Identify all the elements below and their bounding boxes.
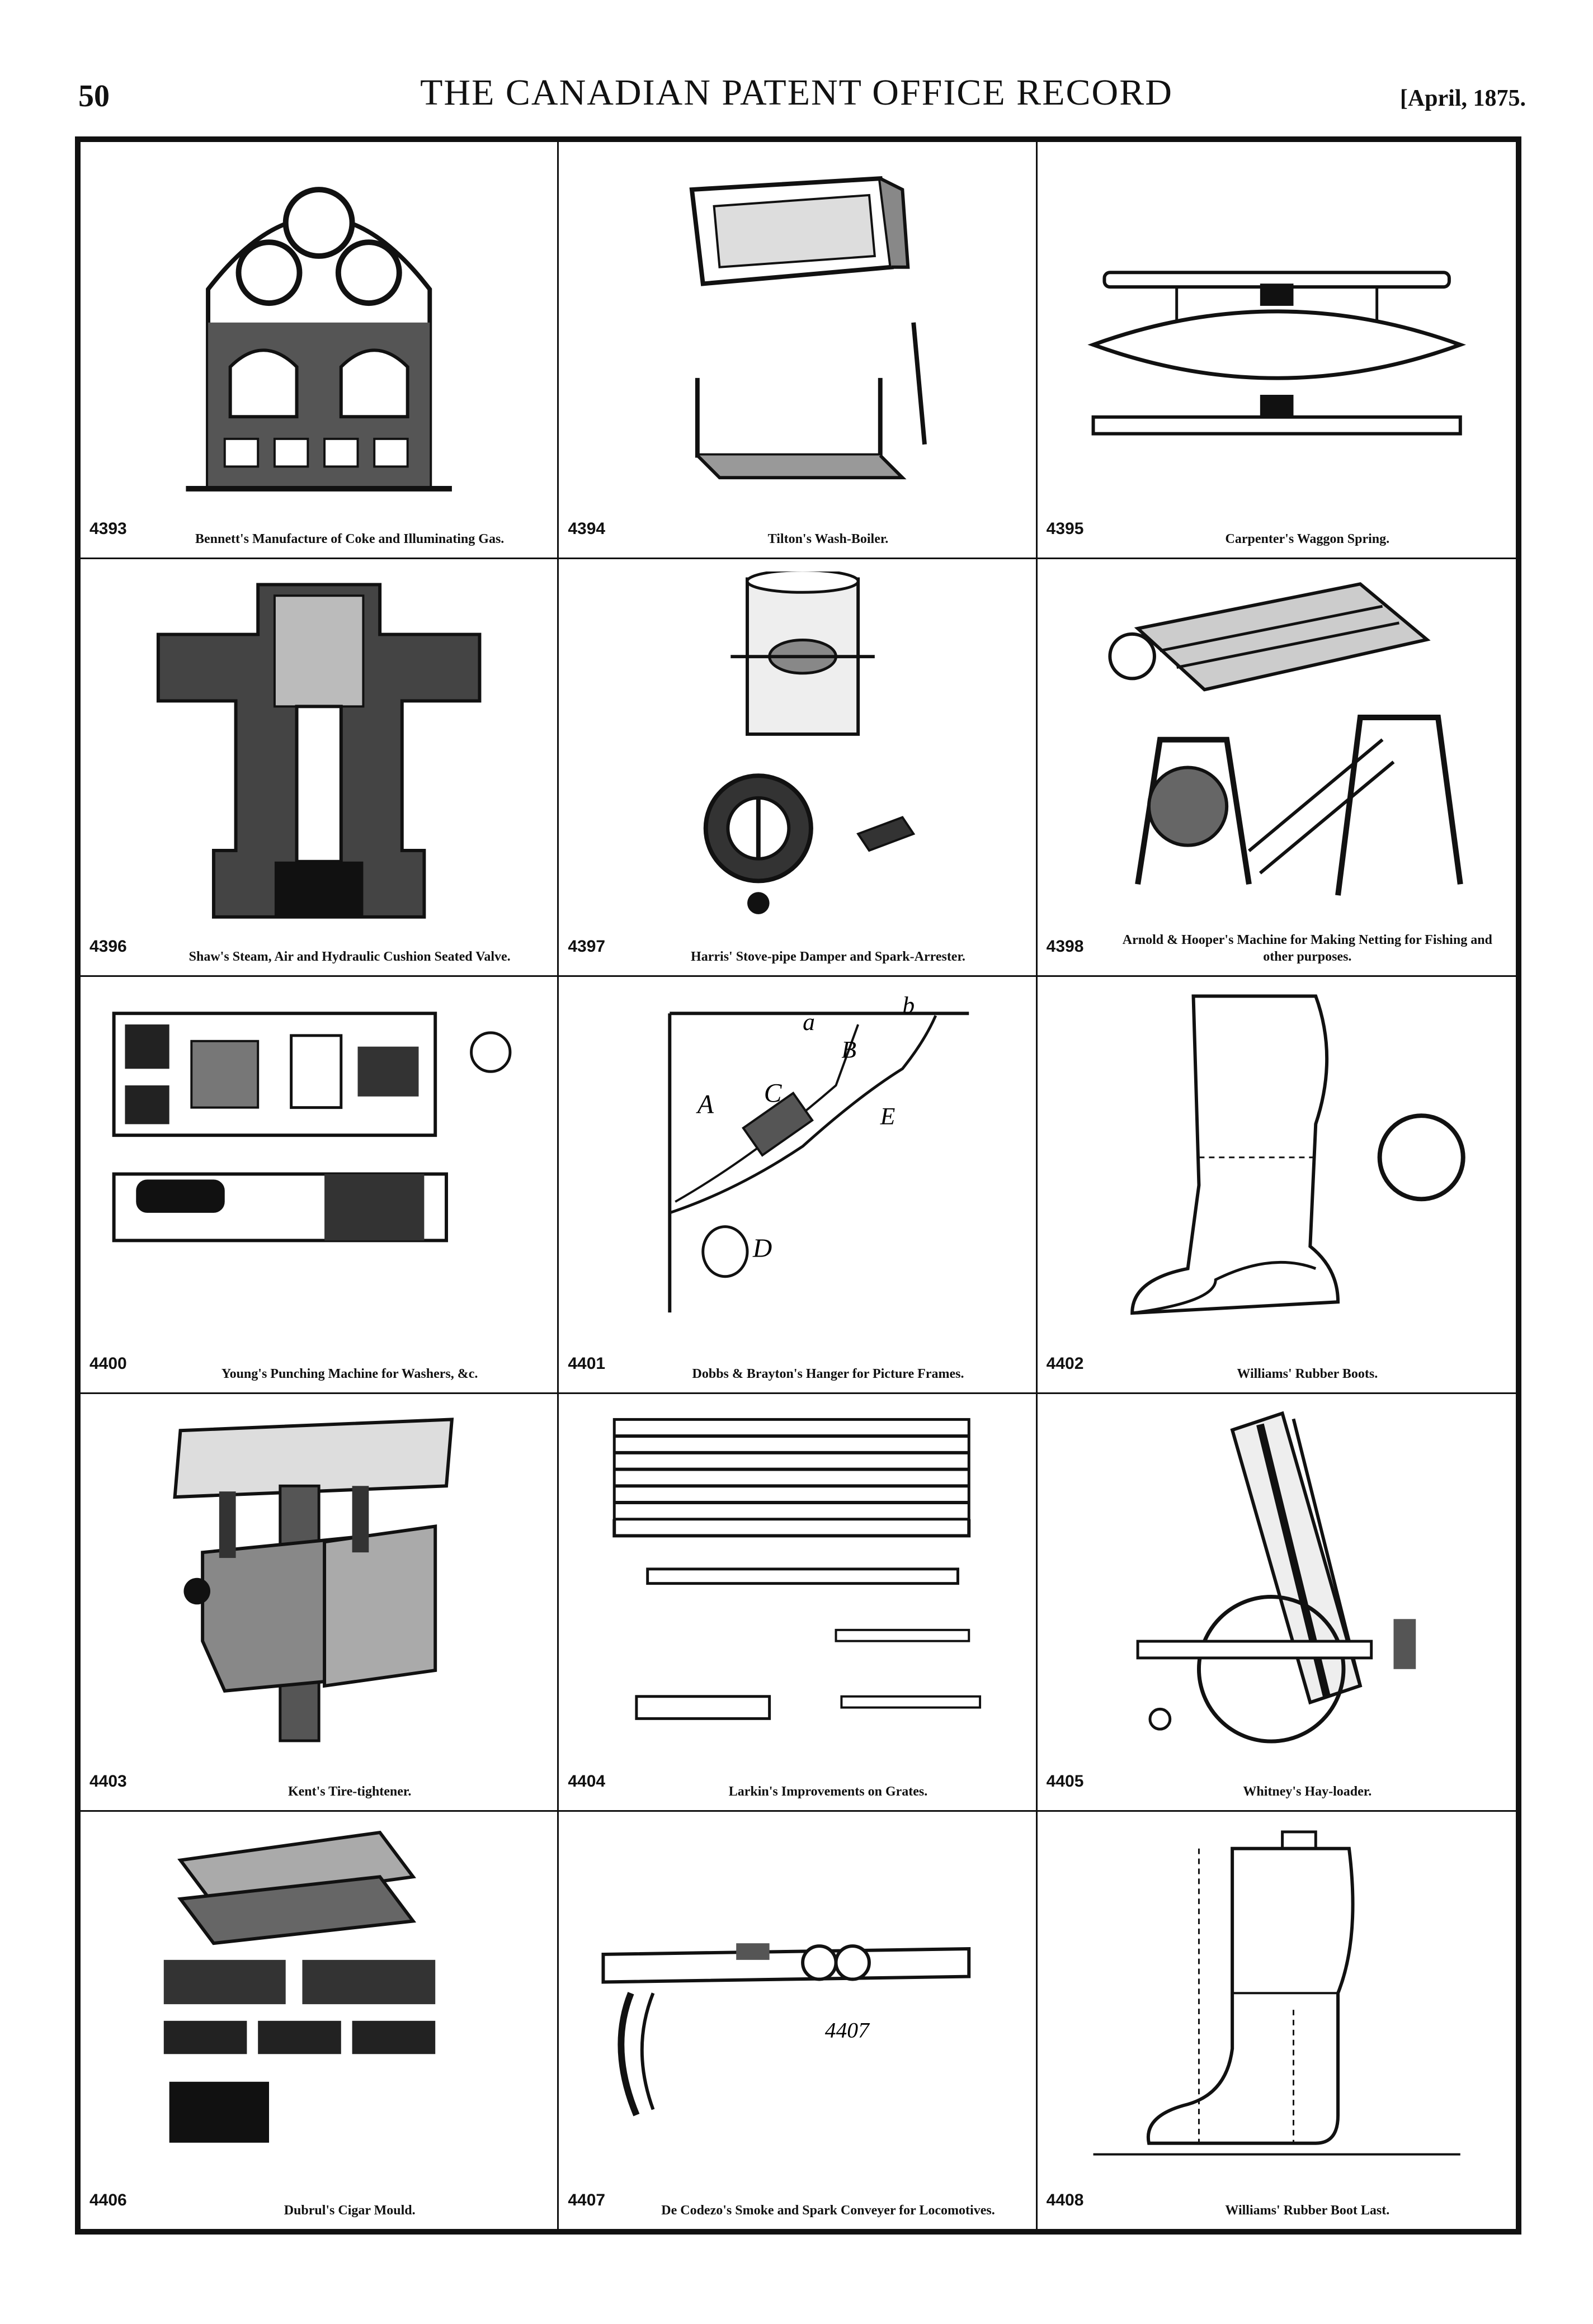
- patent-number: 4394: [568, 519, 606, 539]
- patent-number: 4407: [568, 2191, 606, 2209]
- patent-cell-4408: 4408 Williams' Rubber Boot Last.: [1038, 1812, 1516, 2229]
- patent-number: 4400: [89, 1354, 127, 1373]
- tire-tightener-figure: [92, 1406, 546, 1754]
- patent-grid: 4393 Bennett's Manufacture of Coke and I…: [81, 142, 1516, 2229]
- patent-caption: 4397 Harris' Stove-pipe Damper and Spark…: [568, 925, 1026, 969]
- patent-number: 4403: [89, 1772, 127, 1791]
- patent-number: 4406: [89, 2191, 127, 2209]
- figure-number-mark: 4407: [825, 2018, 870, 2042]
- hanger-label-a: a: [803, 1009, 815, 1036]
- patent-cell-4397: 4397 Harris' Stove-pipe Damper and Spark…: [559, 559, 1038, 977]
- patent-title: Shaw's Steam, Air and Hydraulic Cushion …: [188, 949, 511, 964]
- patent-caption: 4398 Arnold & Hooper's Machine for Makin…: [1047, 925, 1507, 969]
- patent-cell-4401: A B C D E a b 4401 Dobbs & Brayton's Han…: [559, 976, 1038, 1395]
- hanger-label-b: b: [903, 992, 915, 1019]
- patent-cell-4395: 4395 Carpenter's Waggon Spring.: [1037, 142, 1516, 560]
- coke-oven-figure: [92, 154, 546, 502]
- page-header: 50 THE CANADIAN PATENT OFFICE RECORD [Ap…: [0, 72, 1593, 127]
- netting-machine-figure: [1049, 571, 1505, 919]
- cigar-mould-figure: [92, 1824, 546, 2173]
- patent-title: Williams' Rubber Boot Last.: [1225, 2203, 1390, 2218]
- patent-cell-4402: 4402 Williams' Rubber Boots.: [1037, 977, 1516, 1395]
- patent-cell-4394: 4394 Tilton's Wash-Boiler.: [559, 142, 1038, 560]
- patent-title: Carpenter's Waggon Spring.: [1225, 532, 1390, 547]
- punching-machine-figure: [92, 989, 546, 1336]
- issue-date: [April, 1875.: [1399, 86, 1526, 111]
- patent-title: Harris' Stove-pipe Damper and Spark-Arre…: [691, 949, 965, 964]
- patent-number: 4397: [568, 937, 606, 956]
- patent-cell-4405: 4405 Whitney's Hay-loader.: [1037, 1394, 1516, 1812]
- patent-cell-4398: 4398 Arnold & Hooper's Machine for Makin…: [1037, 559, 1516, 977]
- patent-number: 4401: [568, 1354, 606, 1373]
- patent-cell-4403: 4403 Kent's Tire-tightener.: [81, 1394, 559, 1812]
- rubber-boot-figure: [1049, 989, 1505, 1336]
- patent-caption: 4394 Tilton's Wash-Boiler.: [568, 507, 1026, 551]
- grate-figure: [570, 1406, 1024, 1754]
- patent-title: Tilton's Wash-Boiler.: [767, 532, 889, 547]
- patent-caption: 4401 Dobbs & Brayton's Hanger for Pictur…: [568, 1342, 1026, 1386]
- picture-hanger-figure: A B C D E a b: [570, 989, 1024, 1336]
- patent-title: Dobbs & Brayton's Hanger for Picture Fra…: [692, 1367, 964, 1382]
- patent-title: Williams' Rubber Boots.: [1237, 1367, 1378, 1382]
- patent-title: Bennett's Manufacture of Coke and Illumi…: [195, 532, 505, 547]
- patent-title: De Codezo's Smoke and Spark Conveyer for…: [661, 2203, 995, 2218]
- patent-cell-4406: 4406 Dubrul's Cigar Mould.: [81, 1811, 559, 2229]
- hanger-label-D: D: [752, 1234, 772, 1263]
- hay-loader-figure: [1049, 1406, 1505, 1754]
- patent-caption: 4405 Whitney's Hay-loader.: [1047, 1760, 1507, 1803]
- patent-caption: 4400 Young's Punching Machine for Washer…: [89, 1342, 548, 1386]
- boot-last-figure: [1049, 1824, 1505, 2173]
- patent-title: Young's Punching Machine for Washers, &c…: [221, 1367, 478, 1382]
- patent-title: Larkin's Improvements on Grates.: [728, 1784, 928, 1799]
- patent-caption: 4393 Bennett's Manufacture of Coke and I…: [89, 507, 548, 551]
- patent-number: 4402: [1046, 1354, 1084, 1373]
- patent-number: 4396: [89, 937, 127, 956]
- patent-number: 4404: [568, 1772, 606, 1791]
- patent-title: Kent's Tire-tightener.: [288, 1784, 412, 1799]
- valve-figure: [92, 571, 546, 919]
- patent-number: 4398: [1046, 937, 1084, 956]
- patent-cell-4404: 4404 Larkin's Improvements on Grates.: [559, 1394, 1038, 1812]
- patent-cell-4407: 4407 4407 De Codezo's Smoke and Spark Co…: [559, 1811, 1038, 2229]
- patent-title: Arnold & Hooper's Machine for Making Net…: [1122, 932, 1492, 964]
- hanger-label-E: E: [880, 1103, 896, 1130]
- stovepipe-damper-figure: [570, 571, 1024, 919]
- patent-number: 4393: [89, 519, 127, 539]
- patent-number: 4405: [1046, 1772, 1084, 1791]
- patent-caption: 4396 Shaw's Steam, Air and Hydraulic Cus…: [89, 925, 548, 969]
- patent-caption: 4407 De Codezo's Smoke and Spark Conveye…: [568, 2179, 1026, 2222]
- patent-caption: 4404 Larkin's Improvements on Grates.: [568, 1760, 1026, 1803]
- patent-caption: 4395 Carpenter's Waggon Spring.: [1047, 507, 1507, 551]
- waggon-spring-figure: [1049, 154, 1505, 502]
- patent-caption: 4402 Williams' Rubber Boots.: [1047, 1342, 1507, 1386]
- patent-caption: 4406 Dubrul's Cigar Mould.: [89, 2179, 548, 2222]
- page-number: 50: [78, 79, 110, 114]
- patent-title: Whitney's Hay-loader.: [1243, 1784, 1372, 1799]
- patent-caption: 4408 Williams' Rubber Boot Last.: [1047, 2179, 1507, 2222]
- patent-plates-frame: 4393 Bennett's Manufacture of Coke and I…: [75, 136, 1521, 2235]
- journal-title: THE CANADIAN PATENT OFFICE RECORD: [420, 72, 1173, 113]
- patent-number: 4408: [1046, 2191, 1084, 2209]
- patent-cell-4396: 4396 Shaw's Steam, Air and Hydraulic Cus…: [81, 559, 559, 977]
- spark-conveyer-figure: 4407: [570, 1824, 1024, 2173]
- hanger-label-C: C: [764, 1079, 783, 1108]
- patent-cell-4400: 4400 Young's Punching Machine for Washer…: [81, 976, 559, 1395]
- hanger-label-A: A: [696, 1090, 714, 1119]
- patent-title: Dubrul's Cigar Mould.: [284, 2203, 416, 2218]
- patent-caption: 4403 Kent's Tire-tightener.: [89, 1760, 548, 1803]
- hanger-label-B: B: [842, 1036, 857, 1063]
- wash-boiler-figure: [570, 154, 1024, 502]
- patent-cell-4393: 4393 Bennett's Manufacture of Coke and I…: [81, 142, 559, 560]
- patent-number: 4395: [1046, 519, 1084, 539]
